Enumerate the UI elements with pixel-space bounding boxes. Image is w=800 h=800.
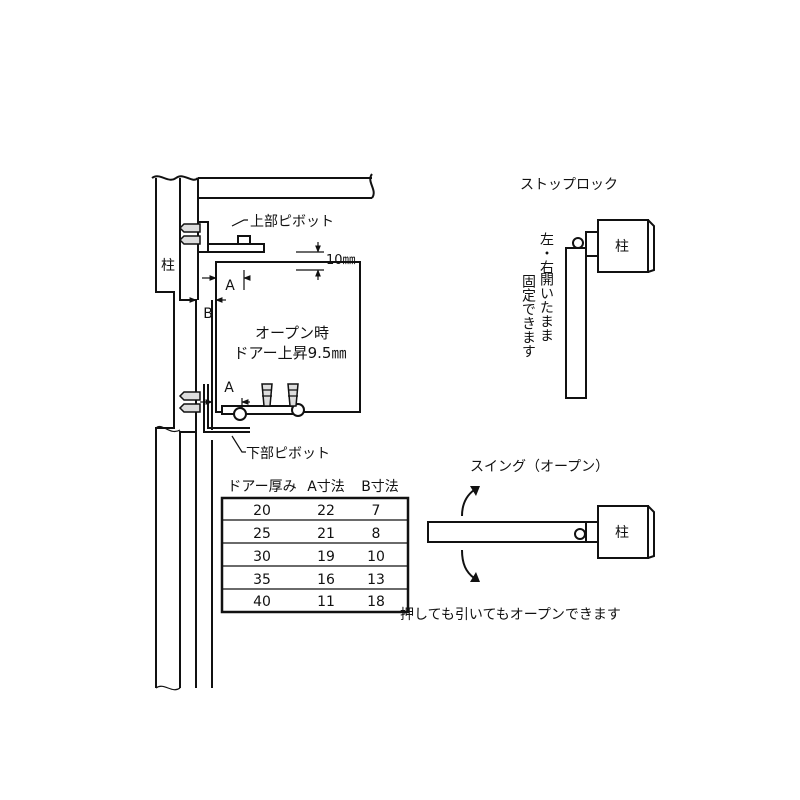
- dimension-table: ドアー厚み A寸法 B寸法 20 22 7 25 21 8 30 19 10 3…: [220, 479, 410, 614]
- table-cell: 11: [317, 594, 335, 610]
- table-cell: 20: [253, 503, 271, 519]
- lower-pivot-label: 下部ピボット: [246, 446, 330, 462]
- dimension-a-upper: [202, 270, 251, 290]
- dimension-b-label: B: [203, 306, 213, 322]
- table-cell: 25: [253, 526, 271, 542]
- dimension-a-upper-label: A: [225, 278, 235, 294]
- table-cell: 19: [317, 549, 335, 565]
- lower-pivot-bracket: [178, 383, 305, 433]
- table-cell: 21: [317, 526, 335, 542]
- stop-lock-figure: [565, 219, 655, 399]
- upper-pivot-leader: [231, 219, 248, 227]
- table-cell: 35: [253, 572, 271, 588]
- table-cell: 7: [372, 503, 381, 519]
- stop-lock-note-col3: 固定できます: [520, 274, 536, 358]
- swing-arrow-down-icon: [461, 549, 480, 582]
- table-header-a: A寸法: [307, 479, 345, 495]
- lower-pivot-leader: [231, 435, 246, 453]
- table-cell: 30: [253, 549, 271, 565]
- table-cell: 8: [372, 526, 381, 542]
- stop-lock-note-col1: 左・右: [538, 232, 554, 274]
- swing-arrow-up-icon: [461, 486, 480, 517]
- table-header-thickness: ドアー厚み: [227, 479, 296, 495]
- dimension-a-lower: [200, 398, 250, 408]
- dimension-10mm: [296, 242, 324, 280]
- swing-figure: [427, 505, 655, 559]
- table-cell: 18: [367, 594, 385, 610]
- pillar-label: 柱: [161, 258, 175, 274]
- table-cell: 13: [367, 572, 385, 588]
- swing-pillar-label: 柱: [615, 525, 629, 541]
- swing-title: スイング（オープン）: [470, 459, 609, 475]
- stop-lock-title: ストップロック: [520, 177, 618, 193]
- table-cell: 16: [317, 572, 335, 588]
- door-note-line2: ドアー上昇9.5㎜: [234, 344, 347, 362]
- table-cell: 40: [253, 594, 271, 610]
- table-header-b: B寸法: [361, 479, 399, 495]
- dimension-a-lower-label: A: [224, 380, 234, 396]
- dimension-10mm-label: 10㎜: [326, 253, 356, 268]
- table-cell: 22: [317, 503, 335, 519]
- upper-pivot-label: 上部ピボット: [250, 214, 334, 230]
- pillar-structure: [151, 173, 375, 691]
- table-cell: 10: [367, 549, 385, 565]
- stop-lock-pillar-label: 柱: [615, 239, 629, 255]
- door-note-line1: オープン時: [255, 324, 329, 342]
- swing-note: 押しても引いてもオープンできます: [400, 607, 621, 623]
- stop-lock-note-col2: 開いたまま: [538, 272, 554, 342]
